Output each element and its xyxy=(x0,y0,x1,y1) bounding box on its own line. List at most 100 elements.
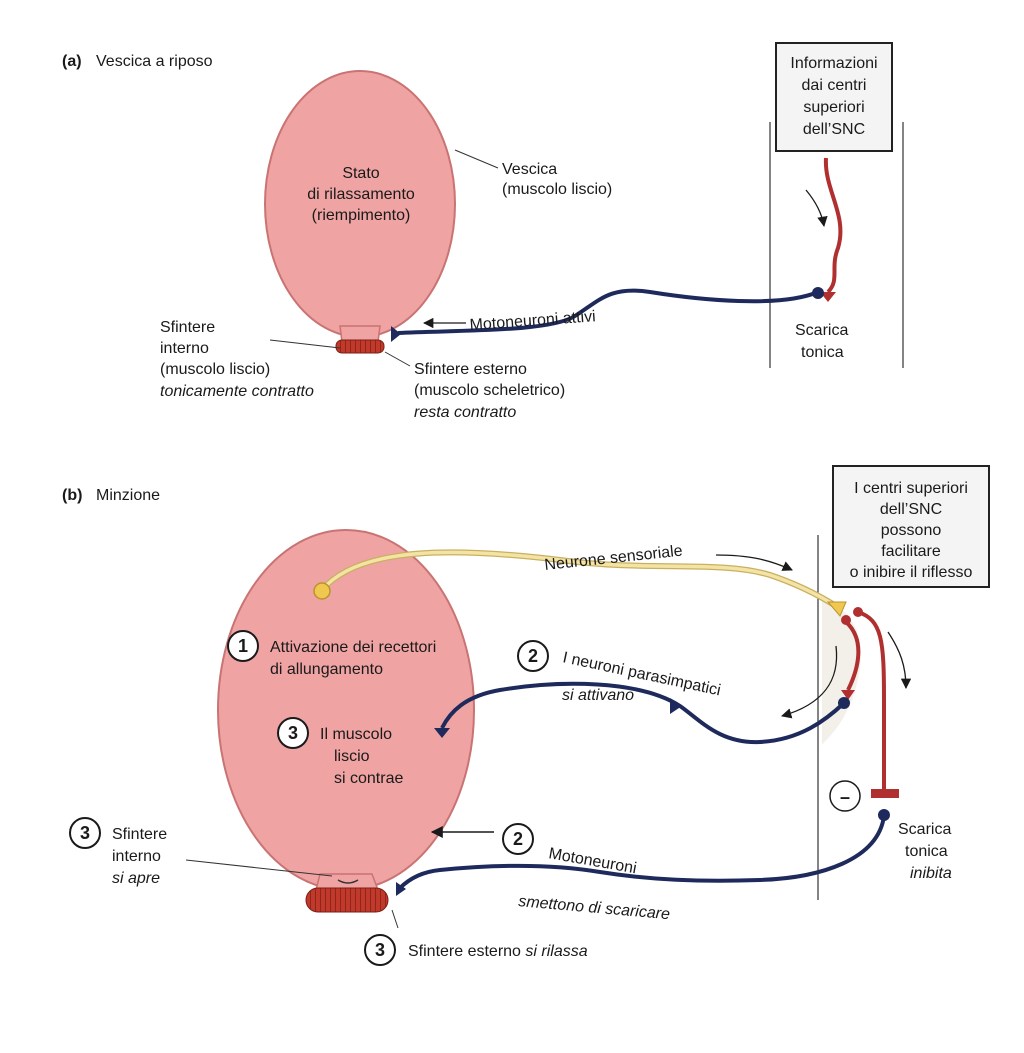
motor-neuron-a xyxy=(397,288,819,335)
int-sph-a-line1: Sfintere xyxy=(160,319,215,336)
inhibitory-synapse-bar xyxy=(871,789,899,798)
motor-neuron-a-terminal xyxy=(391,326,401,342)
scarica-a-line1: Scarica xyxy=(795,322,848,339)
step1-circle xyxy=(227,630,259,662)
step1-line1: Attivazione dei recettori xyxy=(270,639,436,656)
motor-neuron-b-terminal xyxy=(396,882,406,896)
motor-neuron-b-soma xyxy=(878,809,890,821)
panel-b-title: Minzione xyxy=(96,487,160,504)
int-sph-a-line4: tonicamente contratto xyxy=(160,383,314,400)
cns-info-box-b xyxy=(832,465,990,588)
int-sph-b-line1: Sfintere xyxy=(112,826,167,843)
ext-sph-b-leader xyxy=(391,909,399,929)
bladder-a-text-3: (riempimento) xyxy=(312,207,411,224)
cns-interneuron-b-soma xyxy=(841,615,851,625)
bladder-a xyxy=(264,70,456,338)
spinal-cord-gray-matter xyxy=(822,600,861,745)
cns-inhibitory-neuron-soma xyxy=(853,607,863,617)
scarica-b-line2: tonica xyxy=(905,843,948,860)
cns-box-b-line3: possono xyxy=(881,522,942,539)
external-sphincter-b xyxy=(305,887,389,913)
step3a-line1: Il muscolo xyxy=(320,726,392,743)
ext-sph-a-line3: resta contratto xyxy=(414,404,516,421)
external-sphincter-a xyxy=(335,339,385,354)
vescica-label-2: (muscolo liscio) xyxy=(502,181,612,198)
int-sph-b-line2: interno xyxy=(112,848,161,865)
ext-sph-a-line2: (muscolo scheletrico) xyxy=(414,382,565,399)
step1-line2: di allungamento xyxy=(270,661,383,678)
int-sph-b-line3: si apre xyxy=(112,870,160,887)
cns-left-arrow xyxy=(781,645,838,719)
sensory-neuron-terminal xyxy=(826,601,847,617)
int-sph-a-line3: (muscolo liscio) xyxy=(160,361,270,378)
step3c-circle xyxy=(364,934,396,966)
step3a-line2: liscio xyxy=(334,748,370,765)
scarica-a-line2: tonica xyxy=(801,344,844,361)
cns-signal-arrow-a xyxy=(805,189,828,228)
parasympathetic-soma xyxy=(838,697,850,709)
sensory-label: Neurone sensoriale xyxy=(544,543,684,574)
cns-info-box-a xyxy=(775,42,893,152)
ext-sph-a-line1: Sfintere esterno xyxy=(414,361,527,378)
panel-a-letter: (a) xyxy=(62,53,82,70)
motor-neuron-a-soma xyxy=(812,287,824,299)
cns-interneuron-b-terminal xyxy=(841,690,855,700)
vescica-label-1: Vescica xyxy=(502,161,557,178)
panel-a-title: Vescica a riposo xyxy=(96,53,213,70)
cns-box-a-line4: dell’SNC xyxy=(803,121,865,138)
step1-number: 1 xyxy=(238,636,248,656)
inhibition-minus-circle xyxy=(829,780,861,812)
step2b-circle xyxy=(502,823,534,855)
cns-box-a-line1: Informazioni xyxy=(790,55,877,72)
panel-a: (a) Vescica a riposo Informazioni dai ce… xyxy=(62,42,904,421)
motoneuroni-label-a: Motoneuroni attivi xyxy=(469,308,596,334)
ext-sph-b-label: Sfintere esterno si rilassa xyxy=(408,943,588,960)
cns-neuron-a xyxy=(823,157,843,294)
sensory-receptor xyxy=(313,582,331,600)
cns-neuron-a-terminal xyxy=(820,292,836,302)
panel-b-letter: (b) xyxy=(62,487,82,504)
cns-box-b-line4: facilitare xyxy=(881,543,941,560)
cns-box-b-line1: I centri superiori xyxy=(854,480,968,497)
ext-sph-a-leader xyxy=(384,351,411,367)
bladder-a-text-1: Stato xyxy=(342,165,379,182)
step3a-line3: si contrae xyxy=(334,770,403,787)
int-sph-b-leader xyxy=(185,859,333,877)
cns-inhibitory-neuron xyxy=(857,610,886,790)
parasympathetic-sublabel: si attivano xyxy=(562,687,634,704)
cns-interneuron-b xyxy=(844,620,861,691)
parasympathetic-neuron xyxy=(440,681,846,745)
step3b-number: 3 xyxy=(80,823,90,843)
step3c-number: 3 xyxy=(375,940,385,960)
step3a-number: 3 xyxy=(288,723,298,743)
parasympathetic-ganglion-terminal xyxy=(670,698,682,714)
inhibition-minus-sign: – xyxy=(840,787,850,807)
bladder-a-text-2: di rilassamento xyxy=(307,186,415,203)
step3a-circle xyxy=(277,717,309,749)
ext-sph-b-text: Sfintere esterno xyxy=(408,943,525,960)
step2a-number: 2 xyxy=(528,646,538,666)
parasympathetic-terminal xyxy=(434,728,450,738)
cns-box-a-line2: dai centri xyxy=(802,77,867,94)
scarica-b-line3: inibita xyxy=(910,865,952,882)
scarica-b-line1: Scarica xyxy=(898,821,951,838)
cns-box-b-line5: o inibire il riflesso xyxy=(850,564,973,581)
sensory-arrow xyxy=(715,554,793,571)
sensory-neuron-fill xyxy=(320,550,837,608)
step2a-circle xyxy=(517,640,549,672)
step2b-number: 2 xyxy=(513,829,523,849)
motoneuroni-sublabel-b: smettono di scaricare xyxy=(518,893,671,923)
bladder-b xyxy=(217,529,475,891)
internal-sphincter-b-open xyxy=(337,879,359,884)
cns-down-arrow xyxy=(887,631,912,690)
panel-b: (b) Minzione I centri superiori dell’SNC… xyxy=(62,465,990,966)
cns-box-a-line3: superiori xyxy=(803,99,864,116)
vescica-leader-line xyxy=(454,149,499,169)
int-sph-a-line2: interno xyxy=(160,340,209,357)
step3b-circle xyxy=(69,817,101,849)
ext-sph-b-italic: si rilassa xyxy=(525,943,587,960)
int-sph-a-leader xyxy=(269,339,341,349)
cns-box-b-line2: dell’SNC xyxy=(880,501,942,518)
motor-neuron-b xyxy=(398,815,886,890)
